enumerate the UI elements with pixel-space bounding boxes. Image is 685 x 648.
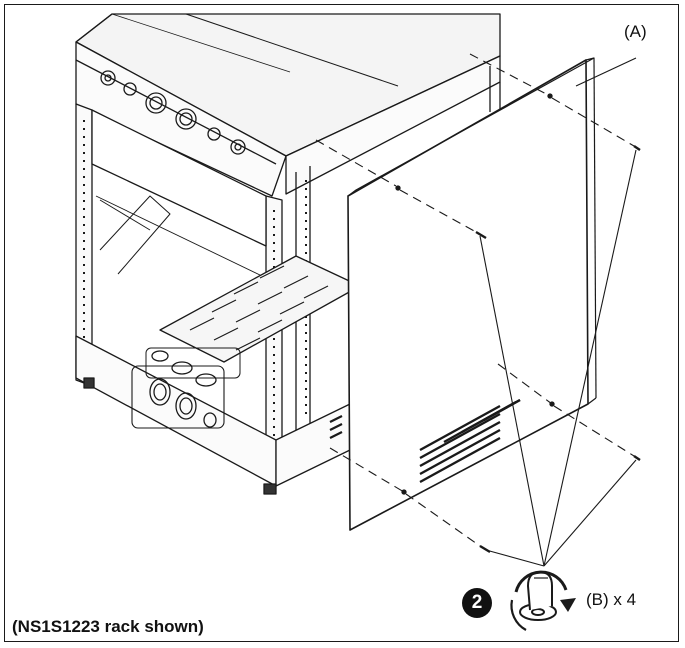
- panel-callout-label: (A): [624, 22, 647, 41]
- callout-lines: [479, 57, 637, 567]
- figure-caption: (NS1S1223 rack shown): [12, 617, 204, 636]
- alignment-dashes: [315, 53, 635, 547]
- clockwise-rotation-arrow-icon: [510, 570, 576, 631]
- knockout-holes-bottom: [131, 347, 241, 429]
- rack-frame: [75, 13, 501, 495]
- vent-slots: [419, 398, 521, 484]
- figure-frame: [4, 4, 679, 642]
- step-number-badge: 2: [462, 588, 492, 618]
- knockout-holes-top: [100, 70, 246, 155]
- screw-callout-label: (B) x 4: [586, 590, 637, 609]
- side-panel: [329, 57, 597, 531]
- tray-slots: [189, 265, 329, 351]
